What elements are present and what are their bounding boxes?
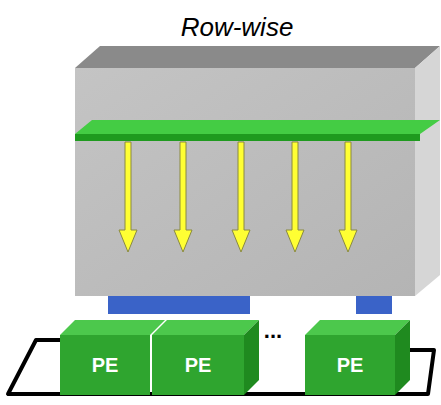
pe-label: PE	[185, 354, 212, 377]
title: Row-wise	[181, 12, 294, 43]
pe-side	[244, 320, 259, 395]
processing-element: PE	[152, 335, 244, 395]
pe-label: PE	[92, 354, 119, 377]
pe-top	[152, 320, 259, 335]
block-front	[75, 68, 415, 296]
pe-label: PE	[337, 354, 364, 377]
processing-element: PE	[305, 335, 395, 395]
memory-port	[356, 296, 392, 314]
arrow	[339, 142, 357, 252]
arrow	[286, 142, 304, 252]
processing-element: PE	[60, 335, 150, 395]
block-side	[415, 46, 440, 296]
pe-faces	[60, 320, 410, 395]
row-plane-top	[75, 120, 440, 134]
memory-port	[108, 296, 250, 314]
arrow	[174, 142, 192, 252]
pe-side	[395, 320, 410, 395]
row-plane-front	[75, 134, 420, 141]
arrow	[119, 142, 137, 252]
pe-top	[305, 320, 410, 335]
pe-top	[60, 320, 165, 335]
ellipsis: ...	[264, 318, 282, 344]
arrows	[119, 142, 357, 252]
arrow	[232, 142, 250, 252]
block-top	[75, 46, 440, 68]
